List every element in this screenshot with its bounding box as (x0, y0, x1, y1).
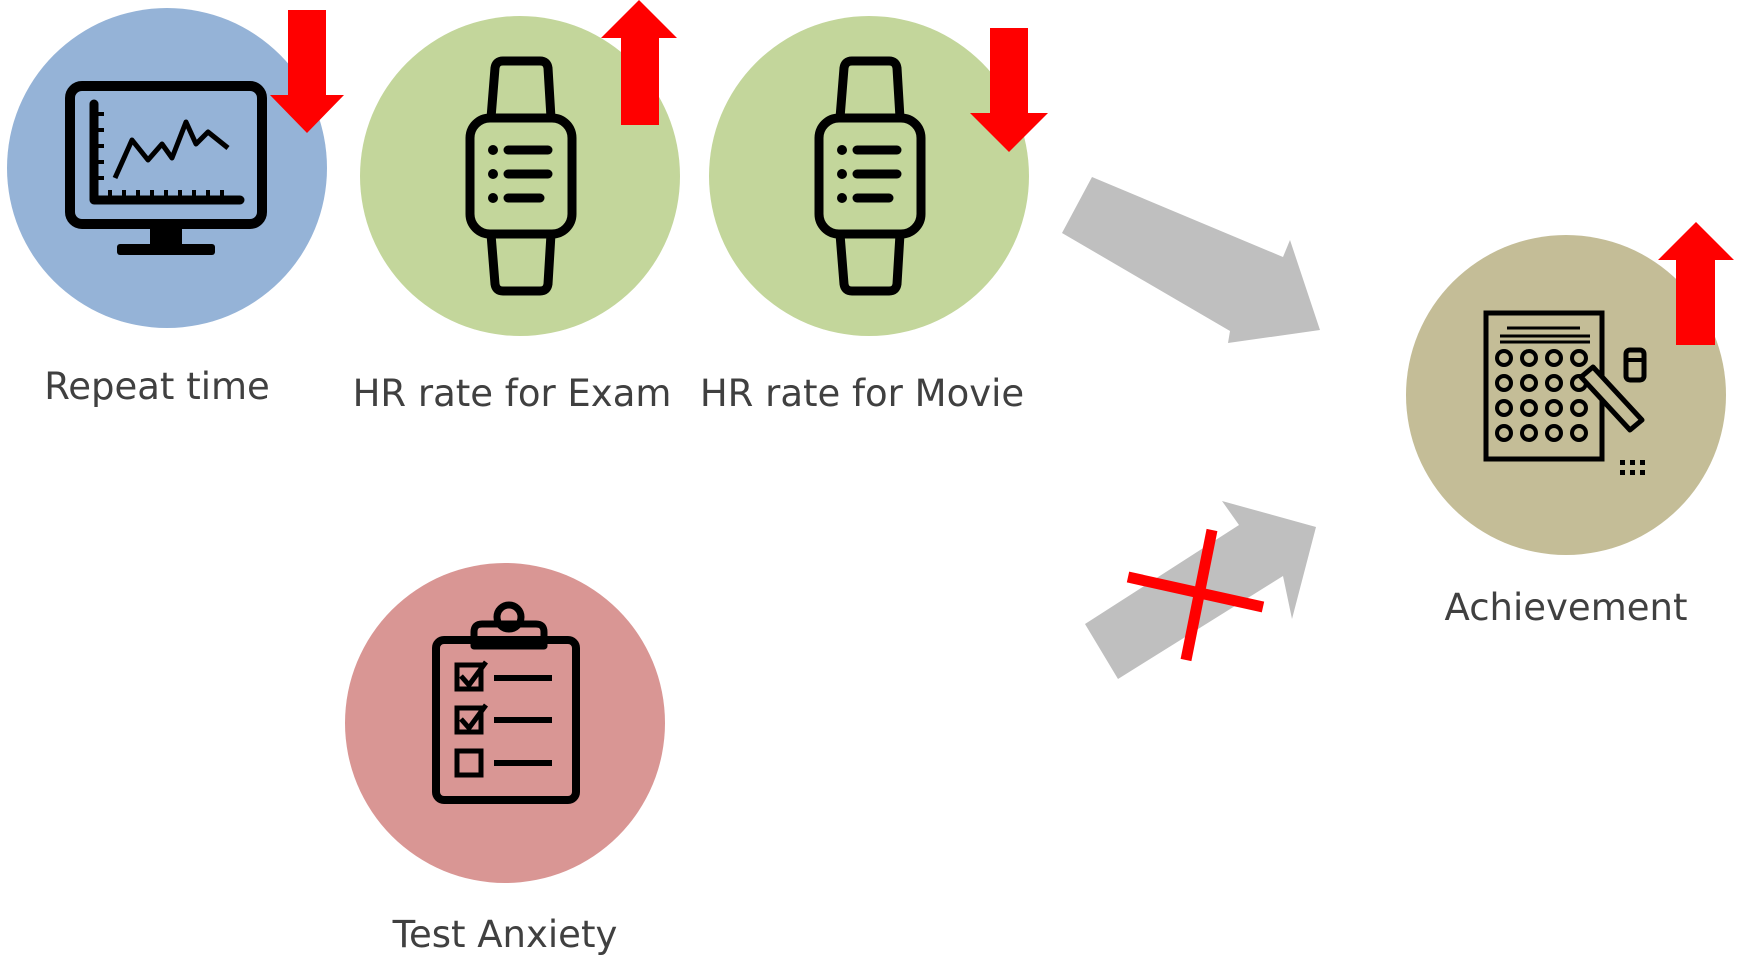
trend-down-arrow-hr-movie (970, 28, 1048, 152)
trend-up-arrow-hr-exam (601, 0, 677, 125)
answer-sheet-icon (1483, 310, 1647, 475)
smartwatch-icon (814, 56, 926, 296)
link-arrow-measures-to-achievement (1062, 177, 1320, 343)
test-anxiety-label: Test Anxiety (392, 913, 618, 956)
repeat-time-label: Repeat time (44, 365, 270, 408)
checklist-clipboard-icon (432, 601, 580, 804)
hr-exam-label: HR rate for Exam (353, 372, 672, 415)
smartwatch-icon (465, 56, 577, 296)
trend-up-arrow-achievement (1658, 222, 1734, 345)
monitor-chart-icon (65, 81, 267, 255)
repeat-time-circle (7, 8, 327, 328)
achievement-label: Achievement (1445, 586, 1688, 629)
no-effect-x-mark (1126, 528, 1265, 662)
hr-movie-label: HR rate for Movie (700, 372, 1024, 415)
trend-down-arrow-repeat-time (270, 10, 344, 133)
